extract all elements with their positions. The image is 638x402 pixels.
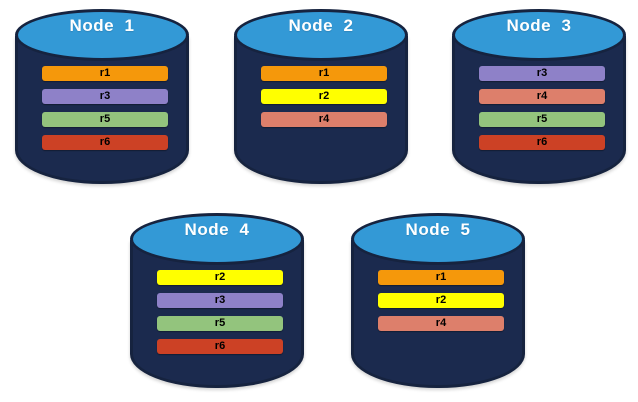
database-node-3[interactable]: Node 3 r3 r4 r5 r6 [449, 4, 629, 188]
replica-bar-r5[interactable]: r5 [157, 316, 283, 331]
replica-list: r1 r2 r4 [261, 66, 387, 135]
replica-bar-r2[interactable]: r2 [157, 270, 283, 285]
cylinder-top-ellipse [15, 9, 189, 61]
replica-list: r1 r2 r4 [378, 270, 504, 339]
database-node-2[interactable]: Node 2 r1 r2 r4 [231, 4, 411, 188]
replica-bar-r4[interactable]: r4 [261, 112, 387, 127]
replica-bar-r6[interactable]: r6 [157, 339, 283, 354]
replica-bar-r6[interactable]: r6 [42, 135, 168, 150]
node-label: Node 5 [405, 220, 471, 239]
cylinder-top-ellipse [234, 9, 408, 61]
replica-bar-r1[interactable]: r1 [42, 66, 168, 81]
replica-bar-r3[interactable]: r3 [42, 89, 168, 104]
database-node-5[interactable]: Node 5 r1 r2 r4 [348, 208, 528, 392]
replica-bar-r4[interactable]: r4 [378, 316, 504, 331]
node-label: Node 4 [184, 220, 250, 239]
replica-list: r2 r3 r5 r6 [157, 270, 283, 362]
replica-bar-r3[interactable]: r3 [479, 66, 605, 81]
node-label: Node 3 [506, 16, 572, 35]
replica-bar-r4[interactable]: r4 [479, 89, 605, 104]
replica-bar-r2[interactable]: r2 [378, 293, 504, 308]
replica-bar-r5[interactable]: r5 [479, 112, 605, 127]
node-label: Node 2 [288, 16, 354, 35]
node-label: Node 1 [69, 16, 135, 35]
cylinder-top-ellipse [452, 9, 626, 61]
replica-list: r3 r4 r5 r6 [479, 66, 605, 158]
replica-list: r1 r3 r5 r6 [42, 66, 168, 158]
replica-bar-r1[interactable]: r1 [378, 270, 504, 285]
replica-bar-r1[interactable]: r1 [261, 66, 387, 81]
database-node-1[interactable]: Node 1 r1 r3 r5 r6 [12, 4, 192, 188]
database-node-4[interactable]: Node 4 r2 r3 r5 r6 [127, 208, 307, 392]
cylinder-top-ellipse [351, 213, 525, 265]
replica-bar-r6[interactable]: r6 [479, 135, 605, 150]
cylinder-body [452, 36, 626, 184]
replica-bar-r5[interactable]: r5 [42, 112, 168, 127]
cylinder-top-ellipse [130, 213, 304, 265]
replica-bar-r2[interactable]: r2 [261, 89, 387, 104]
replica-bar-r3[interactable]: r3 [157, 293, 283, 308]
